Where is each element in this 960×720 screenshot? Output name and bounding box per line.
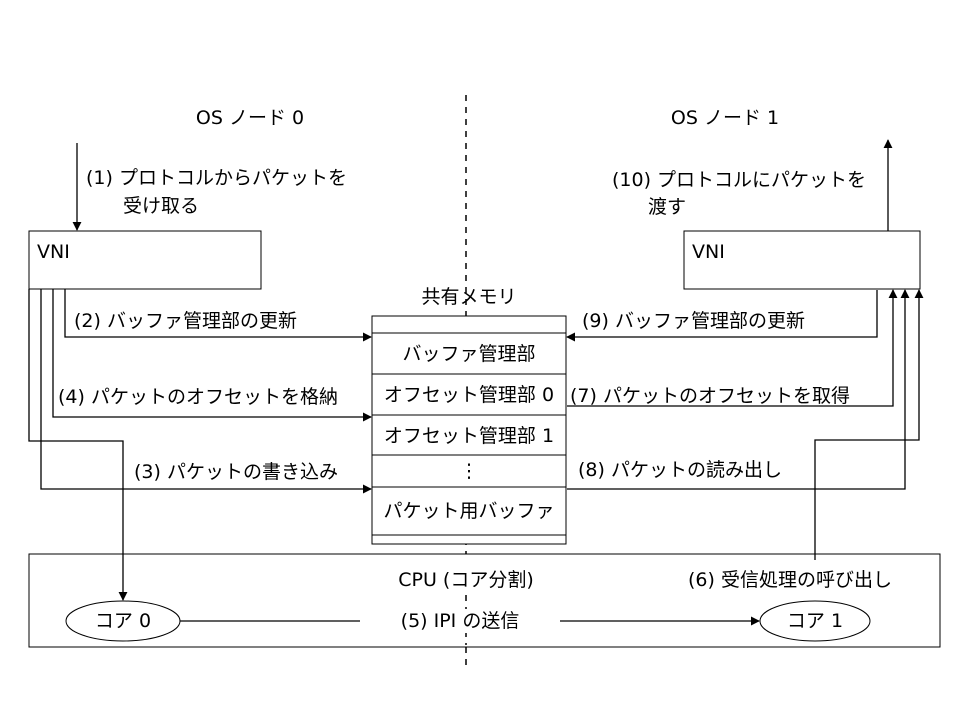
step10-label-line2: 渡す bbox=[648, 196, 687, 218]
step6-label: (6) 受信処理の呼び出し bbox=[688, 569, 892, 591]
node0-title: OS ノード 0 bbox=[195, 107, 305, 129]
offset-manager0-cell: オフセット管理部 0 bbox=[383, 384, 555, 406]
vni-label-node1: VNI bbox=[692, 241, 725, 263]
arrow-to-core0 bbox=[28, 289, 128, 601]
step5-label: (5) IPI の送信 bbox=[360, 609, 560, 633]
arrow-step9-update-buffer-manager bbox=[566, 290, 878, 342]
step1-label-line2: 受け取る bbox=[123, 195, 200, 217]
arrow-step4-store-offset bbox=[52, 289, 372, 422]
vni-box-node1 bbox=[683, 230, 921, 290]
step4-label: (4) パケットのオフセットを格納 bbox=[58, 386, 338, 408]
offset-manager1-cell: オフセット管理部 1 bbox=[383, 425, 555, 447]
packet-buffer-cell: パケット用バッファ bbox=[383, 500, 555, 522]
buffer-manager-cell: バッファ管理部 bbox=[402, 343, 536, 365]
step10-label: (10) プロトコルにパケットを bbox=[612, 169, 867, 191]
step2-label: (2) バッファ管理部の更新 bbox=[74, 310, 297, 332]
step3-label: (3) パケットの書き込み bbox=[134, 461, 338, 483]
arrow-step2-update-buffer-manager bbox=[64, 289, 372, 342]
ellipsis-cell: ⋮ bbox=[459, 460, 479, 482]
arrow-step6-invoke-receive bbox=[814, 289, 924, 560]
core1-label: コア 1 bbox=[786, 610, 844, 632]
step9-label: (9) バッファ管理部の更新 bbox=[582, 310, 805, 332]
arrow-step8-read-packet bbox=[567, 289, 910, 490]
step8-label: (8) パケットの読み出し bbox=[578, 459, 782, 481]
cpu-title: CPU (コア分割) bbox=[398, 569, 534, 591]
shared-memory-title: 共有メモリ bbox=[421, 286, 517, 308]
arrow-step3-write-packet bbox=[40, 289, 372, 494]
node1-title: OS ノード 1 bbox=[670, 107, 780, 129]
core1-ellipse bbox=[759, 600, 871, 642]
vni-label-node0: VNI bbox=[37, 241, 70, 263]
step1-label: (1) プロトコルからパケットを bbox=[86, 167, 347, 189]
arrow-step7-get-offset bbox=[567, 289, 898, 407]
vni-box-node0 bbox=[28, 230, 262, 290]
core0-label: コア 0 bbox=[94, 610, 152, 632]
shared-memory-stack bbox=[371, 315, 567, 545]
step7-label: (7) パケットのオフセットを取得 bbox=[570, 385, 850, 407]
